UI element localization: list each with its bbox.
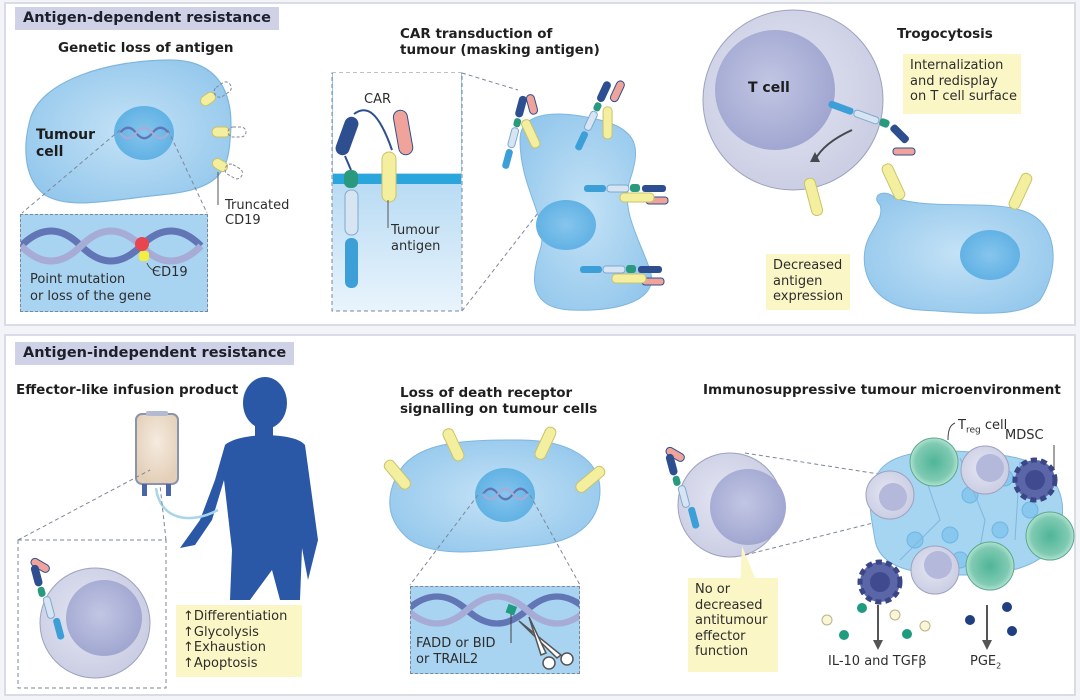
genetic-loss-title: Genetic loss of antigen [58, 40, 234, 56]
up-arrow-icon: ↑ [183, 655, 194, 671]
car-label: CAR [364, 92, 392, 107]
note-line: and redisplay [910, 73, 998, 89]
up-arrow-icon: ↑ [183, 609, 194, 624]
microenvironment-art [665, 422, 1075, 650]
note-line: Decreased [773, 258, 843, 273]
death-receptor-art [383, 426, 606, 586]
truncated-cd19-antigens [200, 81, 247, 205]
note-line: effector [695, 628, 746, 644]
point-mutation-label-2: or loss of the gene [30, 289, 152, 304]
truncated-cd19-label-1: Truncated [225, 198, 290, 213]
tumour-antigen [381, 151, 397, 203]
effect-item: ↑Differentiation [183, 609, 288, 624]
car-transmembrane [344, 170, 358, 188]
dna-icon [21, 223, 207, 272]
car-transduction-title-2: tumour (masking antigen) [400, 42, 600, 58]
up-arrow-icon: ↑ [183, 640, 194, 655]
tumour-cell-label-1: Tumour [36, 127, 96, 143]
fadd-label-1: FADD or BID [416, 636, 496, 651]
effector-like-title: Effector-like infusion product [16, 382, 239, 398]
cytokine-dots [821, 602, 1017, 640]
note-line: Internalization [910, 58, 1004, 73]
note-line: No or [695, 582, 731, 597]
death-receptor-title-1: Loss of death receptor [400, 385, 573, 401]
cd19-label: CD19 [152, 265, 188, 280]
effect-item: ↑Apoptosis [183, 655, 258, 671]
point-mutation-label-1: Point mutation [30, 272, 126, 287]
tumour-antigen-label-1: Tumour [391, 223, 440, 238]
dna-icon [411, 587, 579, 670]
note-line: function [695, 644, 749, 659]
mutation-marker [135, 237, 149, 251]
car-scfv-heavy [335, 116, 359, 156]
note-line: antitumour [695, 613, 768, 628]
nucleus [114, 106, 174, 160]
truncated-cd19-label-2: CD19 [225, 213, 261, 228]
car-transduced-tumour-cell [502, 80, 669, 311]
mdsc-label: MDSC [1005, 428, 1044, 443]
pge2-label: PGE2 [970, 654, 1002, 671]
car-inset [331, 72, 549, 312]
trogocytosis-title: Trogocytosis [897, 26, 993, 42]
note-line: on T cell surface [910, 89, 1017, 104]
car-scfv-light [392, 109, 414, 156]
car-cd3z [345, 238, 358, 288]
section-tag-antigen-dependent: Antigen-dependent resistance [15, 7, 279, 30]
treg-label: Treg cell [958, 418, 1008, 436]
effect-item: ↑Exhaustion [183, 640, 266, 655]
car-costim [344, 189, 359, 236]
decreased-antigen-note: Decreased antigen expression [766, 254, 850, 310]
fadd-label-2: or TRAIL2 [416, 652, 479, 667]
infusion-art [17, 377, 318, 689]
infusion-bag-icon [135, 411, 219, 520]
mdsc-cell [1012, 457, 1058, 503]
scissors-icon [518, 616, 574, 670]
note-line: decreased [695, 597, 763, 613]
treg-cell [909, 437, 959, 487]
t-cell-label: T cell [748, 80, 790, 96]
effect-item: ↑Glycolysis [183, 624, 259, 640]
car-transduction-title-1: CAR transduction of [400, 26, 553, 42]
death-receptor-title-2: signalling on tumour cells [400, 401, 598, 417]
section-tag-antigen-independent: Antigen-independent resistance [15, 342, 295, 365]
up-arrow-icon: ↑ [183, 624, 194, 640]
dna-inset-death-receptor [410, 586, 580, 674]
note-line: antigen [773, 273, 823, 289]
trogocytosis-art [702, 9, 1054, 314]
il10-tgfb-label: IL-10 and TGFβ [828, 654, 927, 669]
human-silhouette-icon [180, 377, 318, 600]
immunosuppressive-title: Immunosuppressive tumour microenvironmen… [703, 382, 1061, 398]
decreased-function-note: No or decreased antitumour effector func… [688, 578, 778, 672]
tumour-cell-genetic-loss [21, 59, 247, 214]
tumour-antigen-label-2: antigen [391, 239, 441, 254]
effector-effects-note: ↑Differentiation ↑Glycolysis ↑Exhaustion… [176, 605, 302, 677]
tumour-cell-label-2: cell [36, 144, 64, 160]
internalization-note: Internalization and redisplay on T cell … [903, 54, 1021, 114]
dna-inset-genetic-loss [20, 214, 208, 312]
note-line: expression [773, 289, 844, 304]
